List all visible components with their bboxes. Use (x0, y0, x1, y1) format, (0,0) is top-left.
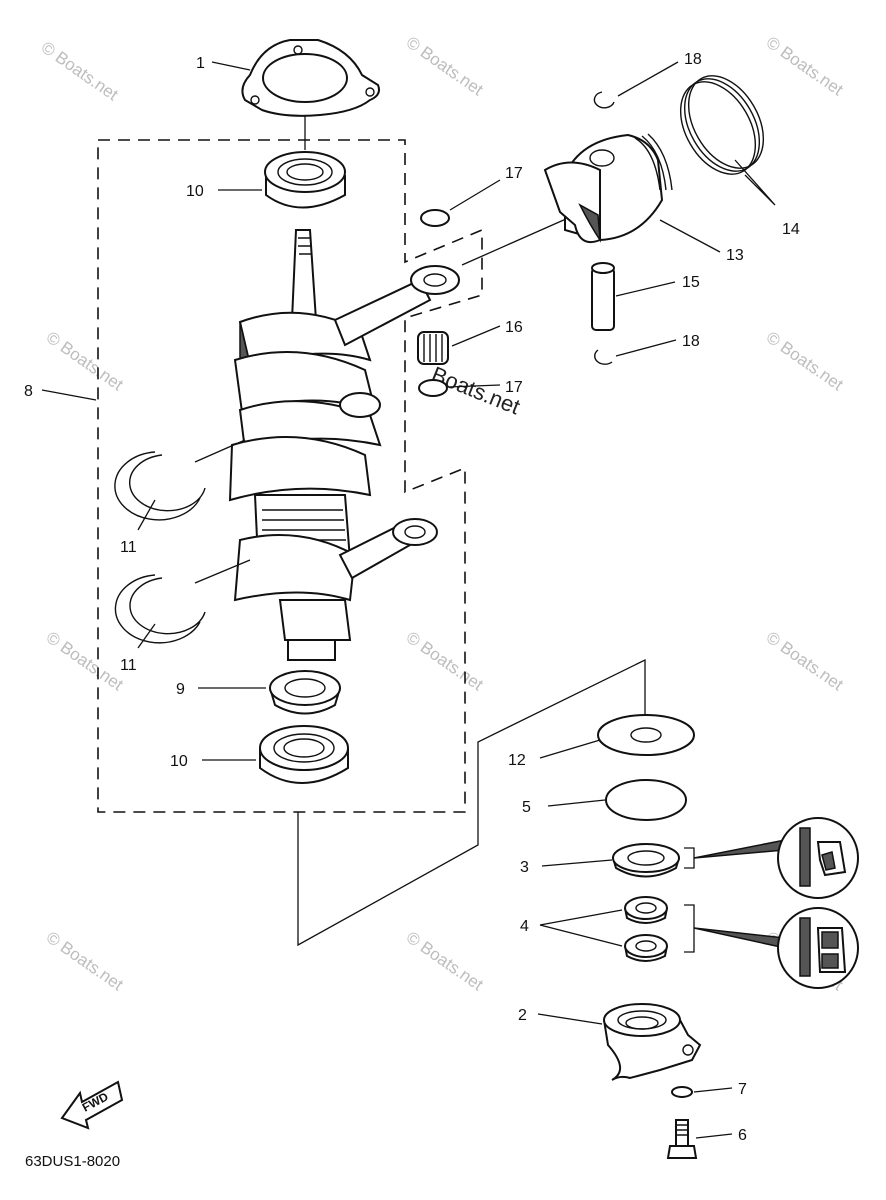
callout-6: 6 (738, 1127, 747, 1144)
part-bolt-6 (666, 1119, 698, 1159)
watermark: © Boats.net (403, 33, 487, 100)
callout-13: 13 (726, 247, 744, 264)
watermark: © Boats.net (403, 928, 487, 995)
watermark: © Boats.net (763, 328, 847, 395)
callout-18-top: 18 (684, 51, 702, 68)
callout-11-lower: 11 (120, 657, 137, 674)
part-crank-seal-ring-lower (114, 574, 206, 644)
part-washer-17-top (420, 209, 450, 227)
callout-18-bottom: 18 (682, 333, 700, 350)
part-bearing-top (264, 151, 346, 209)
diagram-code: 63DUS1-8020 (25, 1153, 120, 1170)
callout-2: 2 (518, 1007, 527, 1024)
part-gasket (241, 39, 380, 117)
part-o-ring-5 (605, 779, 687, 821)
seal-detail-inset-upper (777, 817, 859, 899)
callout-4: 4 (520, 918, 529, 935)
part-connecting-rod-upper (333, 265, 460, 347)
part-crankshaft (228, 229, 382, 661)
callout-8: 8 (24, 383, 33, 400)
part-circlip-18-top (593, 91, 615, 109)
callout-9: 9 (176, 681, 185, 698)
part-piston-rings (679, 75, 776, 206)
forward-arrow-icon: FWD (60, 1080, 124, 1130)
callout-17-bottom: 17 (505, 379, 523, 396)
part-oil-seal-housing (603, 1003, 702, 1081)
callout-17-top: 17 (505, 165, 523, 182)
watermark: © Boats.net (763, 33, 847, 100)
part-oil-seal-3 (612, 843, 680, 878)
crankshaft-assembly-boundary (97, 139, 483, 813)
watermark: © Boats.net (38, 38, 122, 105)
part-thrust-washer-12 (597, 714, 695, 756)
part-washer-7 (671, 1086, 693, 1098)
part-connecting-rod-lower (338, 518, 438, 580)
watermark: © Boats.net (43, 928, 127, 995)
part-needle-bearing (417, 331, 449, 365)
callout-11-upper: 11 (120, 539, 137, 556)
part-oil-seal-9 (269, 670, 341, 715)
watermark: © Boats.net (43, 328, 127, 395)
part-circlip-18-bottom (594, 349, 613, 365)
callout-7: 7 (738, 1081, 747, 1098)
watermark: © Boats.net (43, 628, 127, 695)
callout-5: 5 (522, 799, 531, 816)
callout-10-top: 10 (186, 183, 204, 200)
callout-16: 16 (505, 319, 523, 336)
part-oil-seal-4-lower (624, 934, 668, 962)
callout-3: 3 (520, 859, 529, 876)
part-bearing-bottom (259, 725, 349, 784)
part-piston-pin (591, 262, 615, 331)
watermark: © Boats.net (763, 628, 847, 695)
callout-12: 12 (508, 752, 526, 769)
part-oil-seal-4-upper (624, 896, 668, 924)
part-washer-17-bottom (418, 379, 448, 397)
part-crank-seal-ring-upper (114, 451, 206, 521)
callouts: 1 10 8 11 11 9 10 18 17 14 13 15 16 18 1… (24, 51, 800, 1144)
callout-10-bottom: 10 (170, 753, 188, 770)
watermark-group: © Boats.net © Boats.net © Boats.net © Bo… (38, 33, 847, 995)
part-piston (543, 133, 673, 244)
callout-15: 15 (682, 274, 700, 291)
seal-detail-inset-lower (777, 907, 859, 989)
callout-1: 1 (196, 55, 205, 72)
watermark: © Boats.net (403, 628, 487, 695)
callout-14: 14 (782, 221, 800, 238)
